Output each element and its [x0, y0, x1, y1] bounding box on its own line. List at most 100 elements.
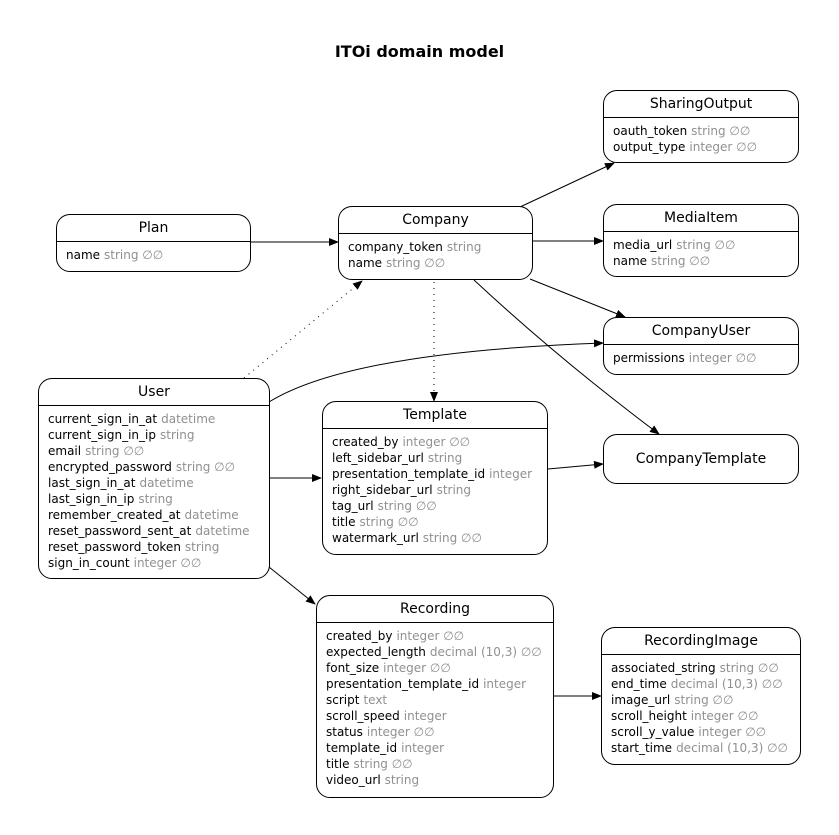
edge-company-companytemplate [473, 279, 660, 435]
attribute-type: string ∅∅ [422, 531, 482, 545]
attribute-name: start_time [611, 741, 673, 755]
attribute-type: datetime [139, 476, 194, 490]
attribute-type: string [138, 492, 173, 506]
entity-name: SharingOutput [604, 91, 798, 118]
attribute-name: template_id [326, 741, 398, 755]
attribute-type: datetime [195, 524, 250, 538]
attribute-type: string [427, 451, 463, 465]
attribute-name: name [613, 254, 648, 268]
attribute-name: scroll_height [611, 709, 687, 723]
attribute-type: integer [403, 709, 447, 723]
attribute-type: integer ∅∅ [383, 661, 451, 675]
attribute-type: string ∅∅ [691, 124, 751, 138]
attribute-name: watermark_url [332, 531, 419, 545]
attribute-name: scroll_speed [326, 709, 400, 723]
attribute-type: string ∅∅ [104, 248, 164, 262]
attribute-name: created_by [326, 629, 393, 643]
attribute-type: string ∅∅ [377, 499, 437, 513]
attribute-name: title [326, 757, 350, 771]
attribute-name: associated_string [611, 661, 716, 675]
attribute-name: scroll_y_value [611, 725, 695, 739]
attribute-name: email [48, 444, 82, 458]
attribute-name: reset_password_sent_at [48, 524, 192, 538]
attribute-name: current_sign_in_at [48, 412, 158, 426]
attribute-name: sign_in_count [48, 556, 130, 570]
attribute-name: reset_password_token [48, 540, 181, 554]
attribute-type: integer ∅∅ [688, 351, 757, 365]
attribute-type: string ∅∅ [386, 256, 446, 270]
attribute-type: integer [401, 741, 445, 755]
entity-name: MediaItem [604, 205, 798, 232]
attribute-name: left_sidebar_url [332, 451, 424, 465]
attribute-type: string ∅∅ [85, 444, 145, 458]
attribute-name: expected_length [326, 645, 426, 659]
attribute-name: end_time [611, 677, 667, 691]
attribute-name: last_sign_in_at [48, 476, 136, 490]
attribute-name: video_url [326, 773, 381, 787]
attribute-name: title [332, 515, 356, 529]
attribute-name: image_url [611, 693, 671, 707]
attribute-name: output_type [613, 140, 686, 154]
entity-name: RecordingImage [602, 628, 800, 655]
attribute-name: company_token [348, 240, 443, 254]
attribute-type: string ∅∅ [676, 238, 736, 252]
attribute-type: integer ∅∅ [366, 725, 435, 739]
attribute-type: string ∅∅ [353, 757, 413, 771]
attribute-type: integer [483, 677, 527, 691]
attribute-name: remember_created_at [48, 508, 181, 522]
attribute-name: presentation_template_id [332, 467, 486, 481]
attribute-type: integer ∅∅ [698, 725, 767, 739]
attribute-type: datetime [161, 412, 216, 426]
diagram-title: ITOi domain model [334, 42, 505, 61]
edge-company-sharingoutput [519, 162, 615, 208]
attribute-type: integer [489, 467, 533, 481]
attribute-type: integer ∅∅ [396, 629, 465, 643]
attribute-type: decimal (10,3) ∅∅ [670, 677, 783, 691]
attribute-type: string [184, 540, 220, 554]
attribute-name: font_size [326, 661, 380, 675]
entity-name: Template [323, 402, 547, 429]
attribute-name: last_sign_in_ip [48, 492, 135, 506]
entity-name: Plan [57, 215, 250, 242]
attribute-type: string [160, 428, 195, 442]
attribute-name: media_url [613, 238, 673, 252]
attribute-name: created_by [332, 435, 399, 449]
attribute-type: decimal (10,3) ∅∅ [429, 645, 542, 659]
edge-user-companyuser [268, 339, 604, 403]
